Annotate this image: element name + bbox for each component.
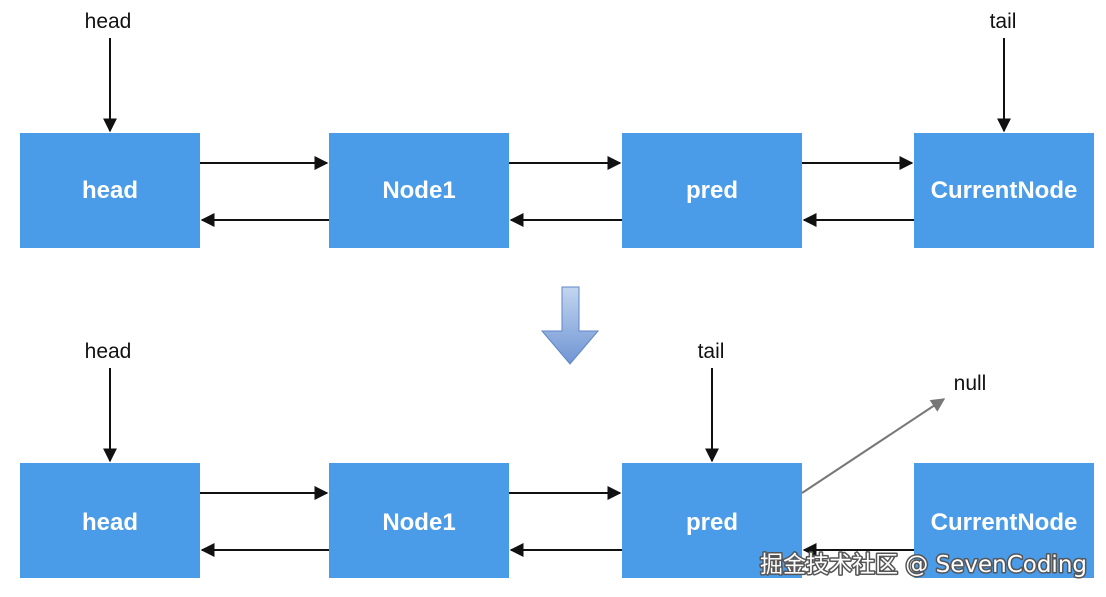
top-node-pred: pred bbox=[622, 133, 802, 248]
node-box bbox=[20, 133, 200, 248]
node-box bbox=[914, 133, 1094, 248]
null-label: null bbox=[954, 372, 987, 395]
tail-pointer-label: tail bbox=[698, 340, 725, 363]
node-box bbox=[20, 463, 200, 578]
node-label: Node1 bbox=[382, 177, 455, 204]
node-box bbox=[914, 463, 1094, 578]
top-node-head: head bbox=[20, 133, 200, 248]
node-box bbox=[622, 133, 802, 248]
tail-pointer-label: tail bbox=[990, 10, 1017, 33]
node-label: pred bbox=[686, 177, 738, 204]
bottom-row: head Node1 pred CurrentNode head tail nu… bbox=[20, 340, 1094, 578]
head-pointer-label: head bbox=[85, 10, 132, 33]
node-box bbox=[329, 463, 509, 578]
top-node-current: CurrentNode bbox=[914, 133, 1094, 248]
transition-down-arrow bbox=[540, 286, 600, 365]
node-label: Node1 bbox=[382, 509, 455, 536]
bottom-node-node1: Node1 bbox=[329, 463, 509, 578]
node-label: head bbox=[82, 509, 138, 536]
top-node-node1: Node1 bbox=[329, 133, 509, 248]
bottom-node-pred: pred bbox=[622, 463, 802, 578]
top-row: head Node1 pred CurrentNode head tail bbox=[20, 10, 1094, 248]
node-label: head bbox=[82, 177, 138, 204]
node-label: pred bbox=[686, 509, 738, 536]
watermark: 掘金技术社区 @ SevenCoding bbox=[760, 552, 1087, 578]
node-label: CurrentNode bbox=[931, 177, 1078, 204]
node-box bbox=[329, 133, 509, 248]
head-pointer-label: head bbox=[85, 340, 132, 363]
node-label: CurrentNode bbox=[931, 509, 1078, 536]
bottom-node-head: head bbox=[20, 463, 200, 578]
node-box bbox=[622, 463, 802, 578]
bottom-node-current: CurrentNode bbox=[914, 463, 1094, 578]
null-arrow bbox=[801, 398, 946, 494]
